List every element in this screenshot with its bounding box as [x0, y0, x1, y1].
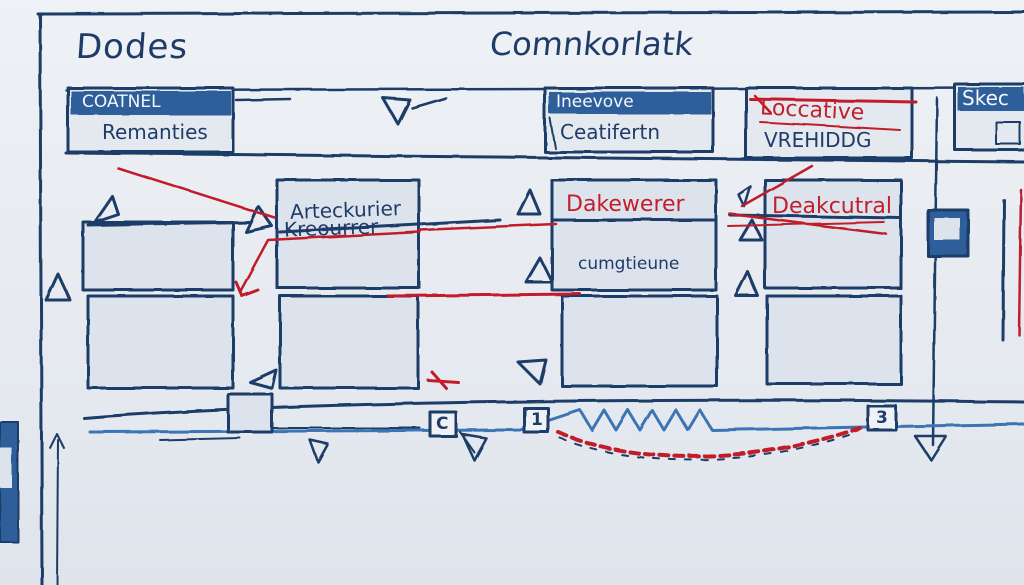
- timeline-marker-4-label: 3: [876, 408, 888, 428]
- header-box-3-red-underline: [748, 97, 918, 104]
- board-frame-top: [36, 10, 1024, 16]
- header-box-3-title: Loccative: [759, 95, 865, 126]
- timeline-marker-box-3: [522, 406, 550, 434]
- block-4-label: Deakcutral: [772, 194, 893, 219]
- board-frame-left: [38, 12, 44, 585]
- header-box-1-fill: [71, 91, 231, 115]
- side-tab-inner: [934, 218, 960, 240]
- board-inner-left-line: [56, 439, 59, 585]
- header-box-3-red-slash: [759, 121, 901, 131]
- timeline-dark-line: [159, 427, 421, 441]
- timeline-red-dashed-curve-2: [559, 431, 859, 461]
- header-box-4-inner: [995, 121, 1021, 145]
- block-2-label-line2: Kreourrer: [283, 214, 379, 242]
- block-1-lower: [86, 294, 235, 390]
- header-box-1-title: COATNEL: [82, 92, 161, 112]
- block-3-upper: [550, 178, 718, 292]
- timeline-marker-2-label: C: [436, 414, 449, 434]
- header-box-2-title: Ineevove: [556, 92, 634, 112]
- down-triangle-2: [460, 432, 488, 462]
- red-connector-1: [116, 166, 277, 220]
- down-triangle-1: [308, 438, 330, 464]
- timeline-marker-box-2: [428, 410, 458, 438]
- block-3-sublabel: cumgtieune: [578, 254, 680, 274]
- board-title-left: Dodes: [74, 27, 190, 67]
- block-3-label: Dakewerer: [566, 192, 685, 217]
- header-connector-2: [410, 96, 448, 110]
- red-connector-4: [386, 292, 582, 298]
- timeline-marker-box-4: [866, 404, 898, 432]
- left-triangle-marker: [44, 272, 72, 302]
- block-1-top-line: [86, 220, 252, 227]
- triangle-marker-icon: [381, 96, 412, 126]
- red-arrow-tip-1: [234, 280, 260, 298]
- right-vertical-line: [931, 96, 939, 447]
- arrow-head-icon: [92, 194, 120, 224]
- timeline-marker-3-label: 1: [531, 410, 543, 430]
- header-connector-1: [234, 97, 292, 102]
- header-box-1-subtitle: Remanties: [102, 120, 208, 144]
- timeline-red-dashed-curve: [556, 426, 862, 459]
- red-connector-2: [238, 230, 422, 294]
- baseline: [82, 398, 1024, 420]
- header-box-3-red-scribble: [753, 94, 772, 114]
- down-triangle-3: [459, 431, 475, 453]
- red-connector-3: [418, 222, 558, 232]
- block-3-lower: [560, 294, 719, 388]
- red-small-arrow: [426, 370, 460, 390]
- header-box-2-subtitle: Ceatifertn: [560, 120, 661, 144]
- arrow-head-icon-5: [738, 218, 764, 242]
- arrow-head-icon-4: [524, 256, 554, 284]
- header-band-bottom: [64, 151, 1024, 164]
- timeline-blue-wave: [88, 408, 1024, 434]
- board-title-right: Comnkorlatk: [488, 25, 696, 63]
- down-arrow-icon: [913, 434, 948, 462]
- block-2-lower: [278, 294, 420, 390]
- header-box-4-fill: [958, 87, 1024, 111]
- arrow-head-icon-8: [516, 358, 548, 386]
- block-4-divider: [728, 213, 902, 220]
- header-box-2-fill: [549, 92, 711, 114]
- arrow-head-icon-7: [248, 368, 278, 390]
- block-2-divider: [278, 218, 502, 234]
- block-4-lower: [765, 294, 903, 386]
- red-connector-5: [740, 164, 814, 208]
- header-box-2-divider: [549, 117, 556, 149]
- right-edge-line: [1001, 198, 1006, 342]
- timeline-marker-box-1: [226, 392, 274, 434]
- red-connector-7: [727, 221, 885, 227]
- block-1-upper: [81, 220, 235, 292]
- arrow-head-icon-6: [734, 270, 760, 298]
- arrow-head-icon-3: [516, 188, 542, 216]
- up-arrow-icon: [49, 433, 65, 449]
- header-box-4-title: Skec: [962, 86, 1009, 110]
- right-edge-red-line: [1017, 188, 1023, 337]
- left-edge-tab-window: [0, 448, 12, 488]
- arrow-head-icon-9: [736, 184, 752, 208]
- header-box-3-subtitle: VREHIDDG: [764, 128, 872, 152]
